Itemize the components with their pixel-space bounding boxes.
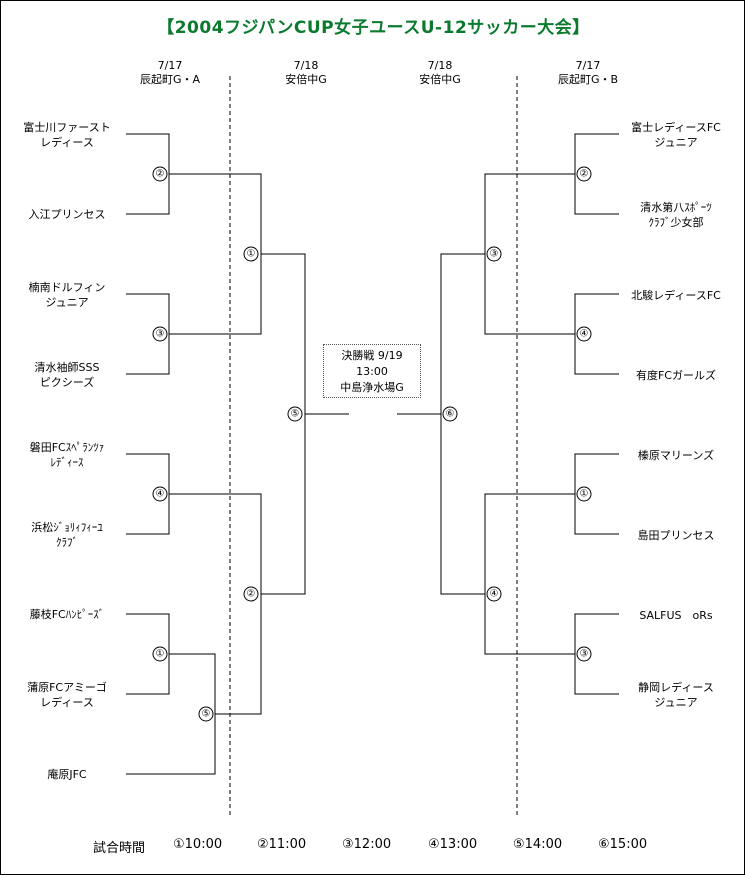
- team-name-line2: ﾚﾃﾞｨｰｽ: [50, 456, 84, 469]
- final-match-box: 決勝戦 9/19 13:00 中島浄水場G: [323, 344, 421, 398]
- header-day1-venue-a: 7/17 辰起町G・A: [105, 59, 235, 87]
- team-name-line2: ｸﾗﾌﾞ: [56, 536, 78, 549]
- team-name: 蒲原FCアミーゴ: [27, 681, 107, 694]
- schedule-slot-1: ①10:00: [173, 837, 223, 852]
- team-right-2: 清水第八ｽﾎﾟｰﾂ ｸﾗﾌﾞ少女部: [596, 200, 744, 230]
- bracket-left-r2b: [169, 493, 262, 715]
- match-number-badge: ⑥: [442, 406, 458, 422]
- bracket-left-semi: [261, 253, 306, 595]
- header-day1-venue-b: 7/17 辰起町G・B: [523, 59, 653, 87]
- match-number-badge: ④: [152, 486, 168, 502]
- team-name: 藤枝FCﾊﾝﾋﾟｰｽﾞ: [29, 608, 105, 621]
- team-name: 清水第八ｽﾎﾟｰﾂ: [640, 201, 712, 214]
- match-number-badge: ②: [152, 166, 168, 182]
- header-date: 7/17: [575, 59, 601, 72]
- schedule-slot-2: ②11:00: [257, 837, 307, 852]
- schedule-label: 試合時間: [93, 841, 146, 856]
- team-left-8: 蒲原FCアミーゴ レディース: [1, 680, 147, 710]
- final-title: 決勝戦 9/19: [341, 349, 403, 362]
- match-number-badge: ⑤: [287, 406, 303, 422]
- team-right-7: SALFUS oRs: [596, 608, 744, 623]
- team-right-6: 島田プリンセス: [596, 528, 744, 543]
- bracket-right-semi: [440, 253, 485, 595]
- team-right-8: 静岡レディース ジュニア: [596, 680, 744, 710]
- team-name: 磐田FCｽﾍﾟﾗﾝﾂｧ: [29, 441, 105, 454]
- match-number-badge: ③: [486, 246, 502, 262]
- team-left-3: 楠南ドルフィン ジュニア: [1, 280, 147, 310]
- team-name: 有度FCガールズ: [635, 369, 716, 382]
- schedule-slot-6: ⑥15:00: [598, 837, 648, 852]
- team-name: 富士川ファースト: [23, 121, 111, 134]
- match-number-badge: ①: [243, 246, 259, 262]
- page-title: 【2004フジパンCUP女子ユースU-12サッカー大会】: [157, 18, 590, 38]
- team-name-line2: ジュニア: [654, 136, 698, 149]
- team-right-4: 有度FCガールズ: [596, 368, 744, 383]
- team-name-line2: ジュニア: [654, 696, 698, 709]
- team-name: 庵原JFC: [47, 768, 87, 781]
- bracket-right-r2b: [484, 493, 575, 655]
- match-number-badge: ①: [576, 486, 592, 502]
- team-left-5: 磐田FCｽﾍﾟﾗﾝﾂｧ ﾚﾃﾞｨｰｽ: [1, 440, 147, 470]
- team-name: SALFUS oRs: [639, 609, 713, 622]
- match-number-badge: ①: [152, 646, 168, 662]
- header-venue: 辰起町G・A: [139, 73, 201, 86]
- header-date: 7/17: [157, 59, 183, 72]
- team-left-2: 入江プリンセス: [1, 207, 147, 222]
- match-number-badge: ②: [243, 586, 259, 602]
- team-left-1: 富士川ファースト レディース: [1, 120, 147, 150]
- team-name-line2: レディース: [40, 136, 94, 149]
- match-number-badge: ③: [152, 326, 168, 342]
- team-name: 浜松ｼﾞｮﾘｨﾌｨｰﾕ: [31, 521, 103, 534]
- team-name: 入江プリンセス: [28, 208, 106, 221]
- team-name: 楠南ドルフィン: [28, 281, 106, 294]
- final-time: 13:00: [356, 365, 388, 378]
- team-left-7: 藤枝FCﾊﾝﾋﾟｰｽﾞ: [1, 607, 147, 622]
- header-day2-right: 7/18 安倍中G: [375, 59, 505, 87]
- team-name: 清水袖師SSS: [34, 361, 100, 374]
- team-left-6: 浜松ｼﾞｮﾘｨﾌｨｰﾕ ｸﾗﾌﾞ: [1, 520, 147, 550]
- team-name: 榛原マリーンズ: [637, 449, 715, 462]
- header-venue: 辰起町G・B: [557, 73, 619, 86]
- match-number-badge: ②: [576, 166, 592, 182]
- team-name: 島田プリンセス: [637, 529, 715, 542]
- team-right-1: 富士レディースFC ジュニア: [596, 120, 744, 150]
- schedule-slot-4: ④13:00: [428, 837, 478, 852]
- match-number-badge: ⑤: [198, 706, 214, 722]
- header-venue: 安倍中G: [285, 73, 327, 86]
- final-venue: 中島浄水場G: [340, 381, 404, 394]
- team-left-9: 庵原JFC: [1, 767, 147, 782]
- team-right-5: 榛原マリーンズ: [596, 448, 744, 463]
- team-name: 静岡レディース: [638, 681, 714, 694]
- header-date: 7/18: [427, 59, 453, 72]
- match-number-badge: ③: [576, 646, 592, 662]
- team-name-line2: レディース: [40, 696, 94, 709]
- header-day2-left: 7/18 安倍中G: [241, 59, 371, 87]
- team-name: 富士レディースFC: [631, 121, 721, 134]
- header-venue: 安倍中G: [419, 73, 461, 86]
- team-right-3: 北駿レディースFC: [596, 288, 744, 303]
- match-number-badge: ④: [486, 586, 502, 602]
- schedule-slot-3: ③12:00: [342, 837, 392, 852]
- schedule-slot-5: ⑤14:00: [513, 837, 563, 852]
- match-number-badge: ④: [576, 326, 592, 342]
- team-name: 北駿レディースFC: [631, 289, 721, 302]
- header-date: 7/18: [293, 59, 319, 72]
- team-left-4: 清水袖師SSS ピクシーズ: [1, 360, 147, 390]
- team-name-line2: ピクシーズ: [39, 376, 95, 389]
- team-name-line2: ｸﾗﾌﾞ少女部: [648, 216, 704, 229]
- team-name-line2: ジュニア: [45, 296, 89, 309]
